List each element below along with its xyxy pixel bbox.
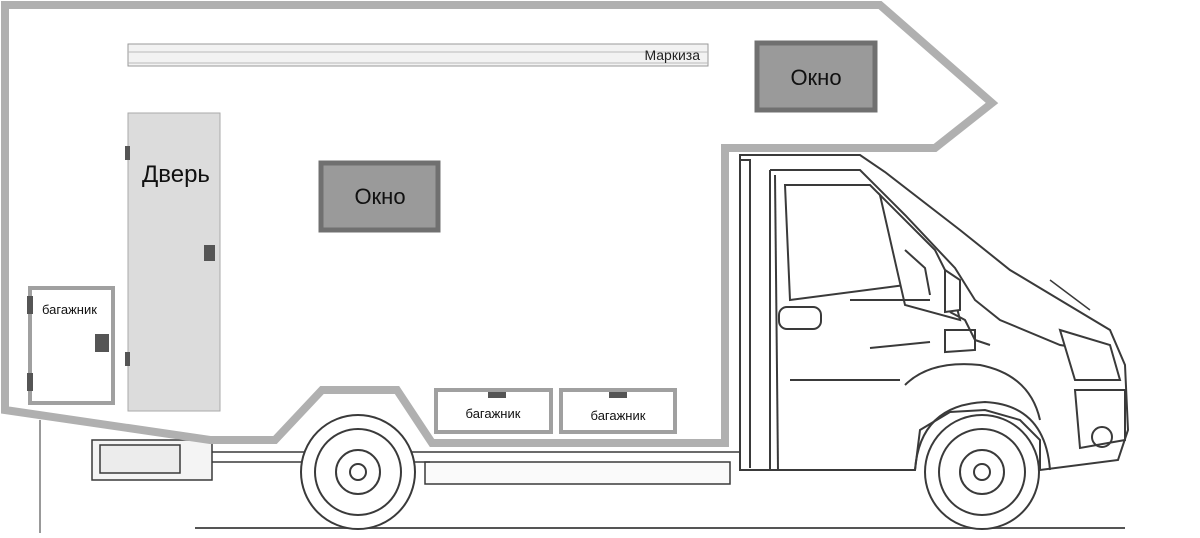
upper-window: Окно	[754, 40, 878, 113]
chassis	[91, 439, 740, 485]
side-window-label: Окно	[354, 184, 405, 209]
rear-trunk-hinge-bottom	[27, 373, 33, 391]
door-hinge-top	[125, 146, 130, 160]
door-hinge-bottom	[125, 352, 130, 366]
door-handle[interactable]	[204, 245, 215, 261]
awning: Маркиза	[127, 43, 709, 67]
middle-trunk-left[interactable]: багажник	[434, 388, 553, 434]
truck-cab	[739, 154, 1130, 472]
door-label: Дверь	[142, 161, 210, 188]
middle-trunk-left-handle[interactable]	[488, 392, 506, 398]
front-wheel	[914, 400, 1051, 530]
rear-wheel	[300, 414, 416, 530]
rear-trunk-hinge-top	[27, 296, 33, 314]
awning-label: Маркиза	[644, 47, 700, 63]
rear-trunk-label: багажник	[42, 302, 97, 317]
camper-body-outline	[1, 1, 999, 447]
middle-trunk-left-label: багажник	[466, 406, 521, 421]
middle-trunk-right-handle[interactable]	[609, 392, 627, 398]
upper-window-label: Окно	[790, 65, 841, 90]
rear-trunk[interactable]: багажник	[27, 286, 115, 405]
middle-trunk-right[interactable]: багажник	[559, 388, 677, 434]
side-window: Окно	[318, 160, 441, 233]
entry-door[interactable]: Дверь	[125, 112, 221, 412]
rear-trunk-handle[interactable]	[95, 334, 109, 352]
middle-trunk-right-label: багажник	[591, 408, 646, 423]
